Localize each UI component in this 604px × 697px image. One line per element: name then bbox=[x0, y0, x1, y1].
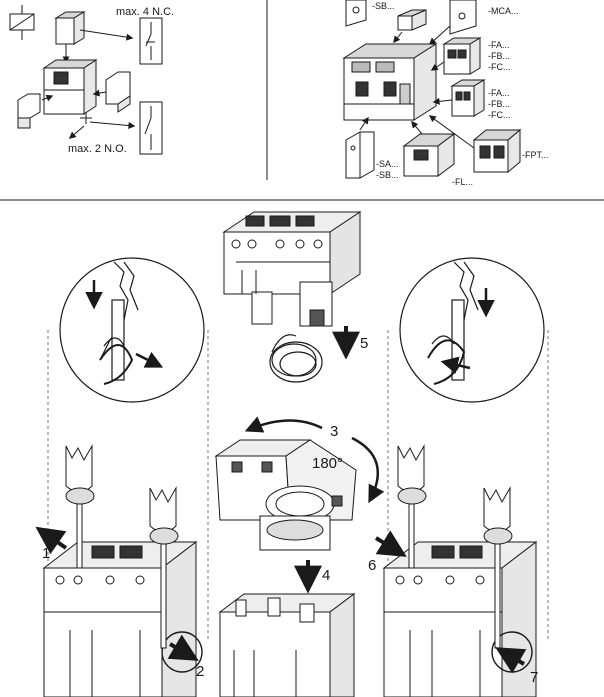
screwdriver-left-a-icon bbox=[65, 444, 95, 569]
fc-label-2: -FC... bbox=[488, 110, 511, 120]
step-5-label: 5 bbox=[360, 335, 368, 352]
contactor-base-icon bbox=[218, 593, 356, 697]
top-right-panel bbox=[342, 0, 522, 179]
contactor-main-icon bbox=[342, 43, 438, 121]
sb-top-block-icon bbox=[345, 0, 367, 27]
screwdriver-right-b-icon bbox=[483, 486, 513, 649]
screwdriver-right-a-icon bbox=[397, 444, 427, 569]
step-1-label: 1 bbox=[42, 545, 50, 562]
coil-symbol-icon bbox=[9, 5, 35, 40]
fa-label-1: -FA... bbox=[488, 40, 510, 50]
contactor-left-icon bbox=[42, 540, 203, 697]
step-6-label: 6 bbox=[368, 557, 376, 574]
fpt-module-icon bbox=[472, 128, 522, 174]
contactor-upper-icon bbox=[222, 211, 362, 327]
sb-label: -SB... bbox=[376, 170, 399, 180]
right-detail-circle bbox=[399, 257, 545, 403]
left-detail-circle bbox=[59, 257, 205, 403]
mca-block-icon bbox=[449, 0, 477, 35]
nc-contact-symbol-icon bbox=[139, 17, 163, 65]
step-4-label: 4 bbox=[322, 567, 330, 584]
no-contact-symbol-icon bbox=[139, 101, 163, 155]
auxiliary-block-top-icon bbox=[54, 11, 86, 45]
fb-label-1: -FB... bbox=[488, 51, 510, 61]
sa-label: -SA... bbox=[376, 159, 399, 169]
step-3-label: 3 bbox=[330, 423, 338, 440]
coil-assembly-icon bbox=[214, 439, 357, 551]
spring-icon bbox=[269, 334, 323, 383]
arrow-step-7 bbox=[495, 647, 527, 674]
rotation-arrow-step-3b bbox=[351, 436, 385, 504]
arrow-step-2 bbox=[167, 634, 199, 661]
fl-label: -FL... bbox=[452, 177, 473, 187]
fc-label-1: -FC... bbox=[488, 62, 511, 72]
mca-label: -MCA... bbox=[488, 6, 519, 16]
top-left-panel bbox=[9, 5, 163, 155]
side-auxiliary-right-icon bbox=[92, 71, 131, 113]
fa-module-lower-icon bbox=[450, 79, 486, 117]
sa-module-icon bbox=[345, 131, 375, 179]
arrow-step-1 bbox=[35, 526, 68, 555]
fb-label-2: -FB... bbox=[488, 99, 510, 109]
screwdriver-left-b-icon bbox=[149, 486, 179, 649]
contactor-right-icon bbox=[382, 540, 538, 697]
max-nc-label: max. 4 N.C. bbox=[116, 6, 174, 18]
fl-module-icon bbox=[402, 133, 456, 177]
fa-module-upper-icon bbox=[442, 37, 482, 75]
rotation-label: 180° bbox=[312, 455, 343, 472]
rotation-arrow-step-3 bbox=[244, 416, 323, 433]
top-module-icon bbox=[397, 9, 427, 31]
step-7-label: 7 bbox=[530, 669, 538, 686]
side-auxiliary-left-icon bbox=[17, 93, 54, 129]
contactor-block-icon bbox=[42, 59, 98, 115]
fa-label-2: -FA... bbox=[488, 88, 510, 98]
sb-top-label: -SB... bbox=[372, 1, 395, 11]
fpt-label: -FPT... bbox=[522, 150, 549, 160]
step-2-label: 2 bbox=[196, 663, 204, 680]
arrow-step-6 bbox=[374, 530, 407, 557]
max-no-label: max. 2 N.O. bbox=[68, 143, 127, 155]
